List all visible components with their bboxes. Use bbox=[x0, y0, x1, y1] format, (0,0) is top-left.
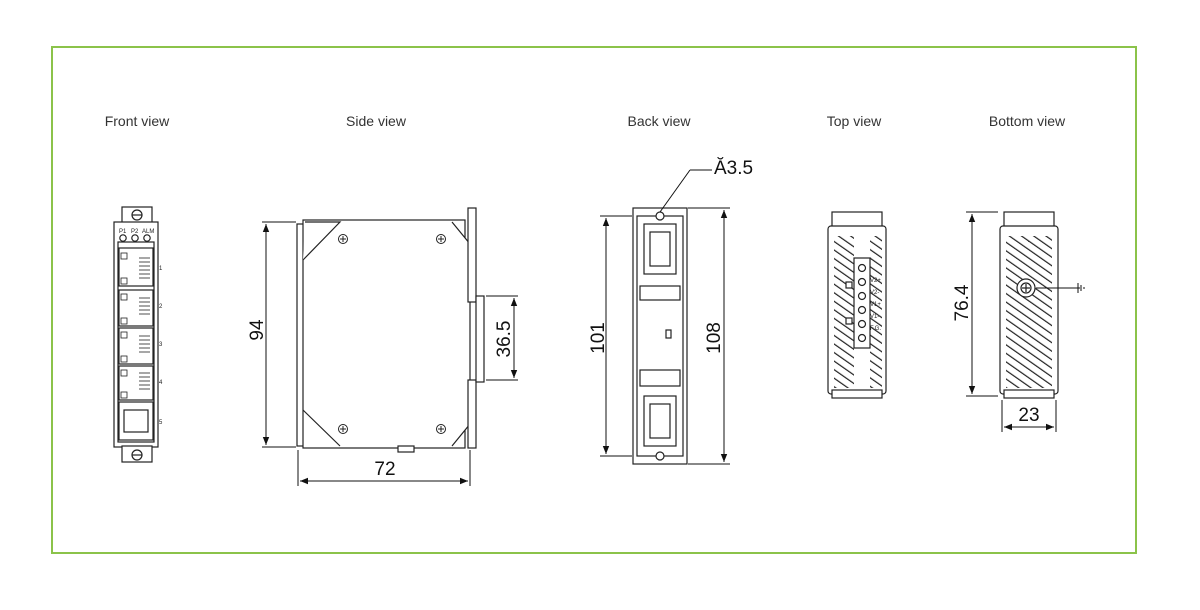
terminal-screw-icon bbox=[857, 305, 867, 315]
port-label-3: 3 bbox=[159, 342, 163, 348]
side-housing bbox=[302, 219, 466, 449]
side-chamfer-bottom bbox=[302, 409, 341, 447]
back-slot-bottom bbox=[639, 369, 681, 387]
side-width-label: 72 bbox=[374, 459, 395, 480]
din-clip-top bbox=[467, 207, 477, 303]
mount-hole-icon bbox=[655, 451, 665, 461]
side-screws bbox=[338, 234, 446, 434]
led-label-p1: P1 bbox=[119, 229, 127, 235]
back-hole-label: Ă3.5 bbox=[714, 158, 753, 179]
rj45-port-2 bbox=[118, 289, 154, 327]
port-label-4: 4 bbox=[159, 380, 163, 386]
side-back-bevel bbox=[451, 221, 471, 447]
rj45-port-3 bbox=[118, 327, 154, 365]
ground-icon bbox=[1077, 283, 1085, 293]
rj45-port-1 bbox=[118, 247, 154, 287]
din-clip-bottom bbox=[467, 379, 477, 449]
led-label-p2: P2 bbox=[131, 229, 139, 235]
top-vent-right bbox=[870, 236, 882, 388]
front-port-details bbox=[120, 252, 150, 399]
terminal-label-v1-plus: V1+ bbox=[870, 302, 881, 308]
rj45-port-4 bbox=[118, 365, 154, 401]
terminal-label-v2-minus: V2- bbox=[870, 290, 879, 296]
port-label-1: 1 bbox=[159, 266, 163, 272]
drawing-frame bbox=[51, 46, 1137, 554]
port-label-2: 2 bbox=[159, 304, 163, 310]
top-vent-left bbox=[834, 236, 854, 388]
side-height-label: 94 bbox=[247, 319, 268, 341]
led-p2-icon bbox=[131, 234, 139, 242]
terminal-label-fg: F.G. bbox=[870, 326, 881, 332]
port-label-5: 5 bbox=[159, 420, 163, 426]
terminal-screw-icon bbox=[857, 333, 867, 343]
led-label-alm: ALM bbox=[142, 229, 154, 235]
side-bottom-connector bbox=[397, 445, 415, 453]
terminal-screw-icon bbox=[857, 319, 867, 329]
back-view bbox=[632, 207, 688, 465]
top-terminal-block bbox=[853, 257, 871, 349]
top-view-title: Top view bbox=[826, 113, 882, 129]
back-outer-height-label: 108 bbox=[704, 322, 725, 354]
side-chamfer-top bbox=[302, 221, 342, 261]
terminal-screw-icon bbox=[857, 263, 867, 273]
led-p1-icon bbox=[119, 234, 127, 242]
mount-hole-icon bbox=[655, 211, 665, 221]
side-view bbox=[296, 207, 485, 453]
top-view bbox=[827, 211, 887, 399]
bottom-height-label: 76.4 bbox=[952, 284, 973, 321]
side-rail-label: 36.5 bbox=[494, 321, 515, 358]
back-view-title: Back view bbox=[627, 113, 691, 129]
bottom-view-title: Bottom view bbox=[988, 113, 1066, 129]
din-rail-slot bbox=[475, 295, 485, 383]
terminal-label-v2-plus: V2+ bbox=[870, 278, 881, 284]
side-dimensions bbox=[262, 221, 518, 486]
front-view-title: Front view bbox=[104, 113, 170, 129]
bottom-width-label: 23 bbox=[1018, 405, 1039, 426]
front-view bbox=[113, 206, 159, 463]
bottom-view bbox=[999, 211, 1059, 399]
back-dimensions bbox=[600, 169, 730, 465]
back-slot-top bbox=[639, 285, 681, 301]
side-view-title: Side view bbox=[346, 113, 406, 129]
bottom-vents bbox=[1006, 236, 1052, 388]
bottom-dimensions bbox=[966, 211, 1085, 432]
led-alm-icon bbox=[143, 234, 151, 242]
terminal-label-v1-minus: V1- bbox=[870, 314, 879, 320]
back-inner-height-label: 101 bbox=[588, 322, 609, 354]
terminal-screw-icon bbox=[857, 291, 867, 301]
terminal-screw-icon bbox=[857, 277, 867, 287]
back-latch bbox=[665, 329, 672, 339]
